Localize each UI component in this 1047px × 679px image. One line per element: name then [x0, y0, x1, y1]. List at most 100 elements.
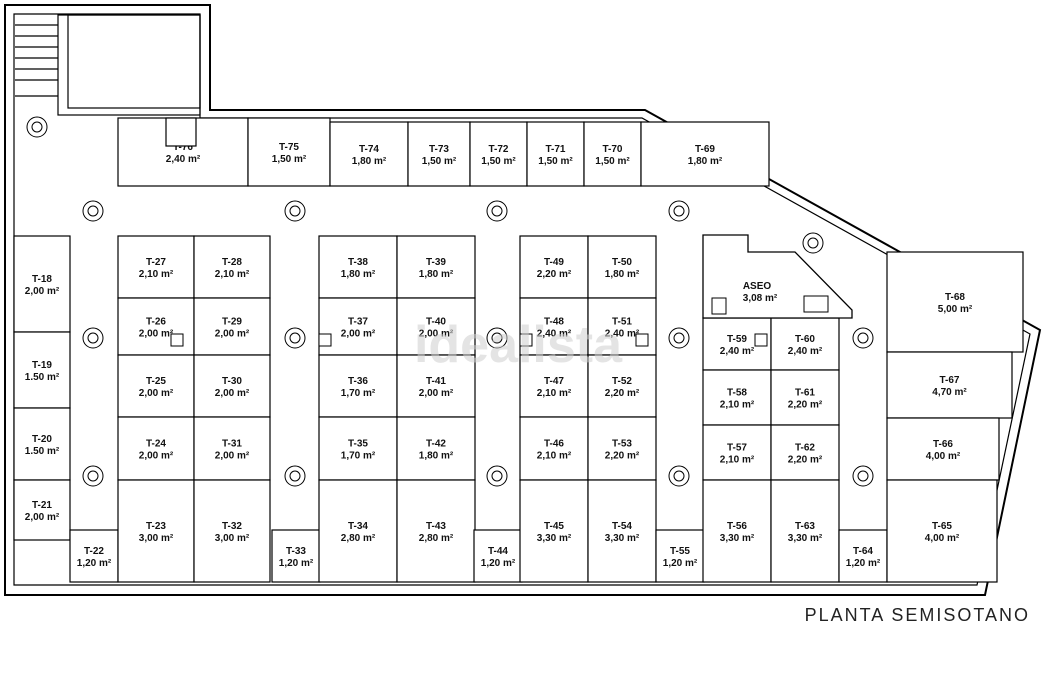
unit-area: 3,30 m²: [720, 533, 755, 544]
storage-unit-t-52: T-522,20 m²: [587, 354, 657, 418]
storage-unit-t-54: T-543,30 m²: [587, 479, 657, 583]
unit-label: T-51: [612, 317, 632, 328]
unit-label: T-60: [795, 334, 815, 345]
unit-label: T-29: [222, 317, 242, 328]
unit-area: 1.50 m²: [25, 372, 60, 383]
unit-label: T-50: [612, 257, 632, 268]
storage-unit-t-40: T-402,00 m²: [396, 297, 476, 356]
unit-label: T-19: [32, 360, 52, 371]
unit-label: T-48: [544, 317, 564, 328]
unit-area: 2,00 m²: [215, 451, 250, 462]
unit-area: 2,20 m²: [605, 451, 640, 462]
unit-outline: [770, 369, 840, 426]
unit-outline: [702, 369, 772, 426]
pillar-icon: [857, 470, 869, 482]
unit-area: 2,80 m²: [419, 533, 454, 544]
storage-unit-t-49: T-492,20 m²: [519, 235, 589, 299]
unit-area: 2,00 m²: [139, 451, 174, 462]
unit-label: T-49: [544, 257, 564, 268]
storage-unit-t-56: T-563,30 m²: [702, 479, 772, 583]
storage-unit-t-57: T-572,10 m²: [702, 424, 772, 481]
unit-label: T-69: [695, 144, 715, 155]
unit-area: 1,80 m²: [341, 269, 376, 280]
storage-unit-t-63: T-633,30 m²: [770, 479, 840, 583]
unit-label: T-45: [544, 521, 564, 532]
unit-label: T-57: [727, 443, 747, 454]
unit-outline: [396, 416, 476, 481]
watermark: idealista: [414, 316, 623, 374]
unit-area: 1,80 m²: [605, 269, 640, 280]
pillar-icon: [26, 116, 48, 138]
pillar-icon: [852, 327, 874, 349]
unit-outline: [526, 121, 585, 187]
unit-outline: [193, 479, 271, 583]
unit-outline: [117, 479, 195, 583]
storage-unit-t-42: T-421,80 m²: [396, 416, 476, 481]
unit-outline: [640, 121, 770, 187]
unit-outline: [519, 416, 589, 481]
unit-label: T-27: [146, 257, 166, 268]
unit-area: 2,40 m²: [788, 346, 823, 357]
unit-area: 1,20 m²: [481, 558, 516, 569]
unit-area: 2,40 m²: [605, 329, 640, 340]
storage-unit-t-21: T-212,00 m²: [13, 479, 71, 541]
unit-outline: [838, 529, 888, 583]
pillar-icon: [82, 327, 104, 349]
storage-unit-t-24: T-242,00 m²: [117, 416, 195, 481]
storage-unit-t-27: T-272,10 m²: [117, 235, 195, 299]
unit-area: 2,20 m²: [537, 269, 572, 280]
pillar-icon: [284, 327, 306, 349]
toilet-area: 3,08 m²: [743, 293, 778, 304]
structural-column: [165, 117, 197, 147]
unit-area: 2,10 m²: [139, 269, 174, 280]
unit-outline: [770, 479, 840, 583]
unit-outline: [318, 479, 398, 583]
unit-area: 3,30 m²: [605, 533, 640, 544]
pillar-icon: [802, 232, 824, 254]
pillar-icon: [491, 470, 503, 482]
unit-label: T-33: [286, 546, 306, 557]
storage-unit-t-37: T-372,00 m²: [318, 297, 398, 356]
unit-area: 1,50 m²: [481, 156, 516, 167]
unit-label: T-62: [795, 443, 815, 454]
unit-label: T-61: [795, 388, 815, 399]
unit-label: T-70: [602, 144, 622, 155]
unit-outline: [702, 479, 772, 583]
unit-label: T-76: [173, 142, 193, 153]
unit-area: 2,00 m²: [419, 329, 454, 340]
unit-area: 4,70 m²: [932, 387, 967, 398]
unit-outline: [886, 479, 998, 583]
unit-area: 2,10 m²: [537, 451, 572, 462]
unit-outline: [770, 424, 840, 481]
storage-unit-t-31: T-312,00 m²: [193, 416, 271, 481]
unit-area: 1,20 m²: [77, 558, 112, 569]
unit-label: T-53: [612, 439, 632, 450]
pillar-icon: [807, 237, 819, 249]
unit-outline: [396, 479, 476, 583]
storage-unit-t-67: T-674,70 m²: [886, 351, 1013, 419]
unit-label: T-55: [670, 546, 690, 557]
unit-area: 2,10 m²: [537, 388, 572, 399]
storage-unit-t-33: T-331,20 m²: [271, 529, 321, 583]
unit-label: T-39: [426, 257, 446, 268]
unit-label: T-54: [612, 521, 632, 532]
unit-label: T-67: [939, 375, 959, 386]
storage-unit-t-60: T-602,40 m²: [770, 317, 840, 371]
pillar-icon: [491, 205, 503, 217]
unit-area: 2,10 m²: [720, 455, 755, 466]
unit-area: 3,00 m²: [139, 533, 174, 544]
storage-unit-t-28: T-282,10 m²: [193, 235, 271, 299]
unit-area: 1,20 m²: [279, 558, 314, 569]
storage-unit-t-72: T-721,50 m²: [469, 121, 528, 187]
unit-label: T-59: [727, 334, 747, 345]
unit-outline: [770, 317, 840, 371]
storage-unit-t-38: T-381,80 m²: [318, 235, 398, 299]
storage-unit-t-25: T-252,00 m²: [117, 354, 195, 418]
unit-label: T-66: [933, 439, 953, 450]
unit-label: T-40: [426, 317, 446, 328]
unit-outline: [13, 235, 71, 333]
unit-label: T-68: [945, 292, 965, 303]
pillar-icon: [289, 205, 301, 217]
unit-area: 1,20 m²: [663, 558, 698, 569]
storage-unit-t-69: T-691,80 m²: [640, 121, 770, 187]
